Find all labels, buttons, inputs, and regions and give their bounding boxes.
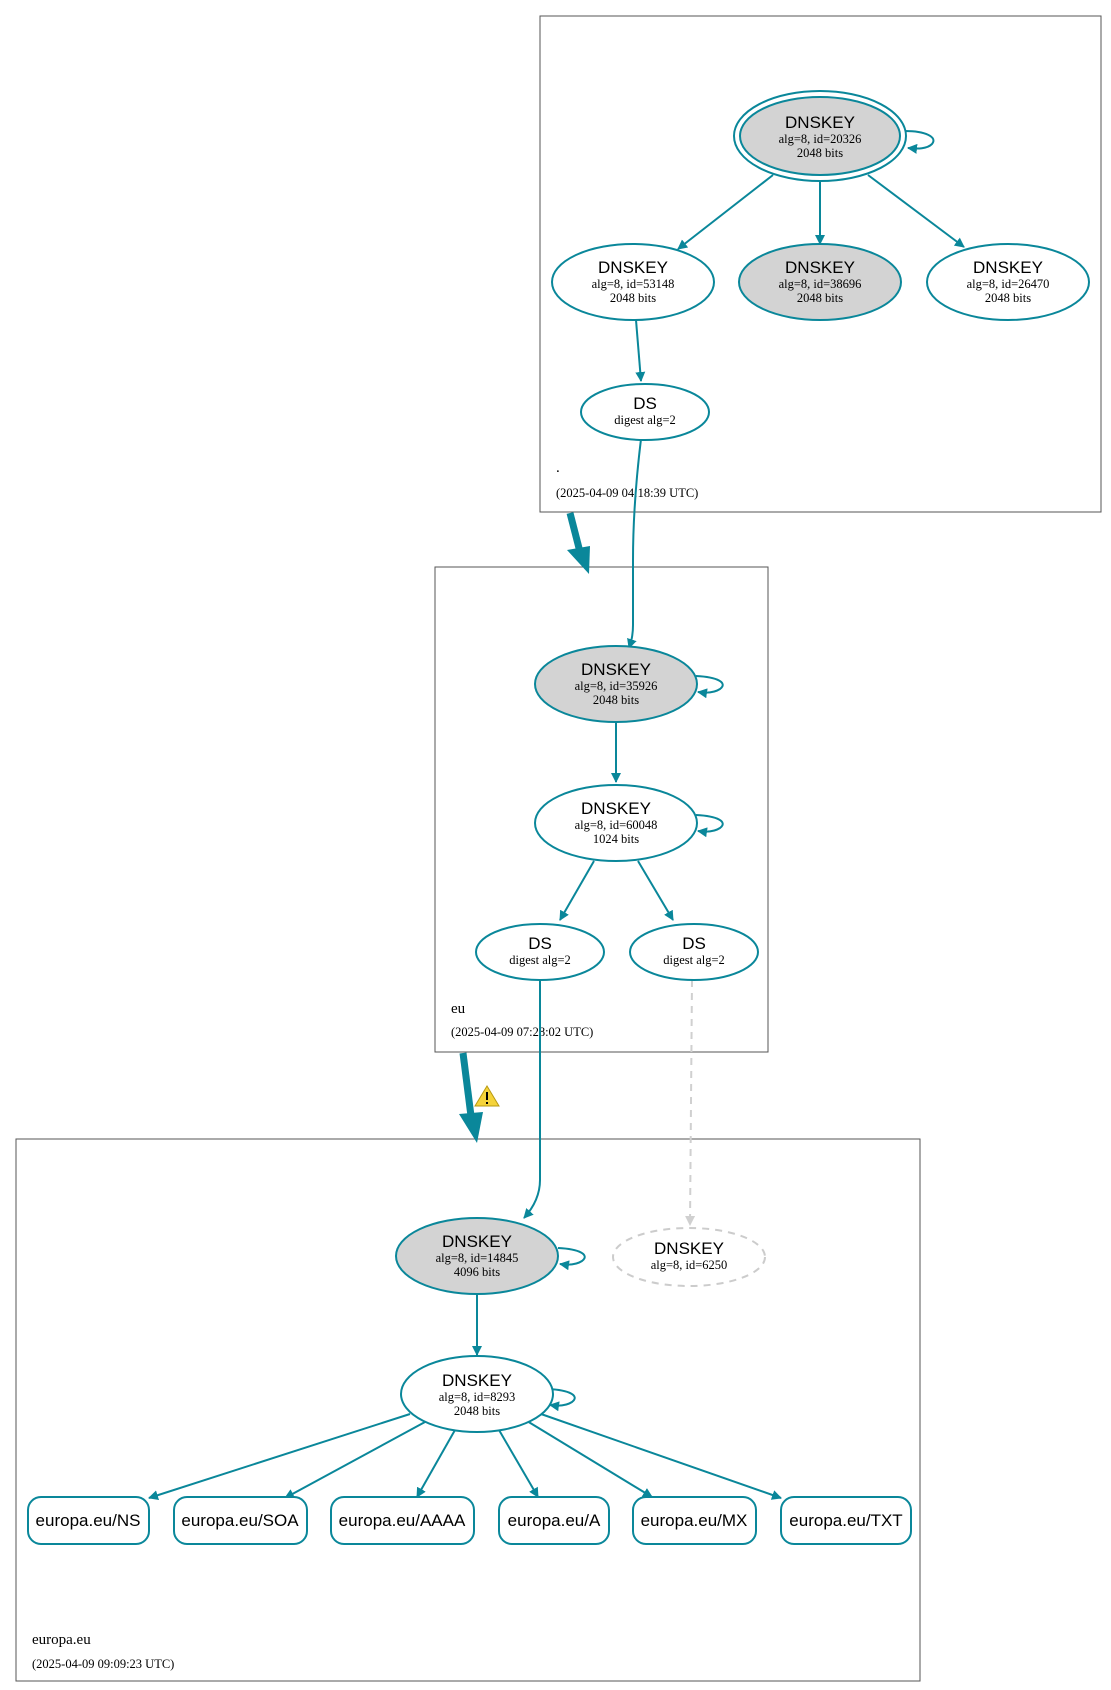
- edge-root-ksk-to-zsk3: [867, 174, 965, 248]
- rrset-txt[interactable]: europa.eu/TXT: [780, 1496, 912, 1545]
- node-root-ds[interactable]: DS digest alg=2: [580, 383, 710, 441]
- node-root-ksk[interactable]: DNSKEY alg=8, id=20326 2048 bits: [733, 90, 907, 182]
- rrset-ns[interactable]: europa.eu/NS: [27, 1496, 150, 1545]
- zone-root-name: .: [556, 460, 560, 476]
- edge-zsk-to-txt: [540, 1413, 782, 1500]
- zone-root: . (2025-04-09 04:18:39 UTC): [539, 15, 1102, 513]
- edge-zsk-to-soa: [284, 1421, 426, 1499]
- node-eu-ksk[interactable]: DNSKEY alg=8, id=35926 2048 bits: [534, 645, 698, 723]
- node-root-zsk3[interactable]: DNSKEY alg=8, id=26470 2048 bits: [926, 243, 1090, 321]
- rrset-soa-label: europa.eu/SOA: [181, 1511, 299, 1530]
- edge-root-ksk-self: [904, 130, 935, 154]
- node-europa-missing-key-line1: alg=8, id=6250: [651, 1258, 728, 1272]
- rrset-ns-label: europa.eu/NS: [36, 1511, 141, 1530]
- delegation-eu-to-europa-head: [459, 1112, 483, 1143]
- node-eu-zsk-line1: alg=8, id=60048: [575, 818, 658, 832]
- node-europa-zsk-line1: alg=8, id=8293: [439, 1390, 516, 1404]
- node-europa-missing-key-type: DNSKEY: [654, 1239, 724, 1258]
- node-eu-zsk[interactable]: DNSKEY alg=8, id=60048 1024 bits: [534, 784, 698, 862]
- zone-europa-timestamp: (2025-04-09 09:09:23 UTC): [32, 1657, 174, 1671]
- delegation-root-to-eu: [566, 512, 584, 553]
- delegation-root-to-eu-head: [567, 546, 590, 574]
- node-root-zsk1-line2: 2048 bits: [610, 291, 656, 305]
- node-eu-zsk-type: DNSKEY: [581, 799, 651, 818]
- edge-eu-ds1-to-europa-ksk: [523, 980, 541, 1219]
- node-root-ksk-line1: alg=8, id=20326: [779, 132, 862, 146]
- edge-europa-ksk-self: [557, 1247, 586, 1271]
- node-root-ds-line1: digest alg=2: [614, 413, 676, 427]
- rrset-a[interactable]: europa.eu/A: [498, 1496, 610, 1545]
- node-europa-missing-key[interactable]: DNSKEY alg=8, id=6250: [612, 1227, 766, 1287]
- node-europa-ksk-type: DNSKEY: [442, 1232, 512, 1251]
- zone-europa-name: europa.eu: [32, 1632, 91, 1648]
- node-europa-ksk-line1: alg=8, id=14845: [436, 1251, 519, 1265]
- zone-eu-name: eu: [451, 1001, 466, 1017]
- node-root-ds-type: DS: [633, 394, 657, 413]
- node-root-zsk1-type: DNSKEY: [598, 258, 668, 277]
- node-eu-ds2-type: DS: [682, 934, 706, 953]
- node-europa-ksk-line2: 4096 bits: [454, 1265, 500, 1279]
- zone-europa-box: [15, 1138, 921, 1682]
- node-root-ksk-type: DNSKEY: [785, 113, 855, 132]
- zone-eu-box: [434, 566, 769, 1053]
- node-eu-ds1-type: DS: [528, 934, 552, 953]
- edge-root-zsk1-to-ds: [635, 319, 646, 382]
- rrset-aaaa-label: europa.eu/AAAA: [339, 1511, 466, 1530]
- node-root-zsk3-type: DNSKEY: [973, 258, 1043, 277]
- node-eu-ksk-line1: alg=8, id=35926: [575, 679, 658, 693]
- zone-root-box: [539, 15, 1102, 513]
- rrset-mx-label: europa.eu/MX: [641, 1511, 748, 1530]
- node-europa-zsk-line2: 2048 bits: [454, 1404, 500, 1418]
- node-root-zsk2-line1: alg=8, id=38696: [779, 277, 862, 291]
- node-root-zsk3-line1: alg=8, id=26470: [967, 277, 1050, 291]
- edge-eu-zsk-to-ds2: [637, 860, 674, 921]
- rrset-aaaa[interactable]: europa.eu/AAAA: [330, 1496, 475, 1545]
- node-root-zsk2[interactable]: DNSKEY alg=8, id=38696 2048 bits: [738, 243, 902, 321]
- edge-eu-zsk-to-ds1: [559, 860, 595, 921]
- edge-zsk-to-ns: [148, 1413, 411, 1501]
- node-eu-ds1-line1: digest alg=2: [509, 953, 571, 967]
- node-europa-ksk[interactable]: DNSKEY alg=8, id=14845 4096 bits: [395, 1217, 559, 1295]
- edge-zsk-to-aaaa: [416, 1429, 456, 1498]
- edge-eu-ds2-to-missing-key: [685, 979, 696, 1226]
- edge-root-ksk-to-zsk1: [677, 174, 774, 250]
- node-root-zsk2-type: DNSKEY: [785, 258, 855, 277]
- node-eu-ds2[interactable]: DS digest alg=2: [629, 923, 759, 981]
- zone-eu-timestamp: (2025-04-09 07:28:02 UTC): [451, 1025, 593, 1039]
- node-eu-ds1[interactable]: DS digest alg=2: [475, 923, 605, 981]
- node-eu-zsk-line2: 1024 bits: [593, 832, 639, 846]
- edge-zsk-to-a: [498, 1429, 539, 1498]
- rrset-a-label: europa.eu/A: [508, 1511, 601, 1530]
- edge-eu-zsk-self: [695, 814, 724, 838]
- node-root-zsk1-line1: alg=8, id=53148: [592, 277, 675, 291]
- edge-europa-zsk-self: [547, 1388, 576, 1412]
- zone-europa: europa.eu (2025-04-09 09:09:23 UTC): [15, 1138, 921, 1682]
- warning-triangle-icon[interactable]: [474, 1085, 500, 1107]
- node-root-zsk2-line2: 2048 bits: [797, 291, 843, 305]
- zone-root-timestamp: (2025-04-09 04:18:39 UTC): [556, 486, 698, 500]
- node-eu-ds2-line1: digest alg=2: [663, 953, 725, 967]
- edge-zsk-to-mx: [526, 1420, 653, 1498]
- rrset-soa[interactable]: europa.eu/SOA: [173, 1496, 308, 1545]
- edge-root-ds-to-eu-ksk: [627, 438, 642, 649]
- node-root-zsk1[interactable]: DNSKEY alg=8, id=53148 2048 bits: [551, 243, 715, 321]
- node-root-ksk-line2: 2048 bits: [797, 146, 843, 160]
- node-europa-zsk-type: DNSKEY: [442, 1371, 512, 1390]
- node-root-zsk3-line2: 2048 bits: [985, 291, 1031, 305]
- zone-eu: eu (2025-04-09 07:28:02 UTC): [434, 566, 769, 1053]
- node-eu-ksk-line2: 2048 bits: [593, 693, 639, 707]
- node-eu-ksk-type: DNSKEY: [581, 660, 651, 679]
- rrset-txt-label: europa.eu/TXT: [789, 1511, 902, 1530]
- delegation-eu-to-europa: [459, 1052, 475, 1117]
- node-europa-zsk[interactable]: DNSKEY alg=8, id=8293 2048 bits: [400, 1355, 554, 1433]
- edge-eu-ksk-self: [695, 675, 724, 699]
- rrset-mx[interactable]: europa.eu/MX: [632, 1496, 757, 1545]
